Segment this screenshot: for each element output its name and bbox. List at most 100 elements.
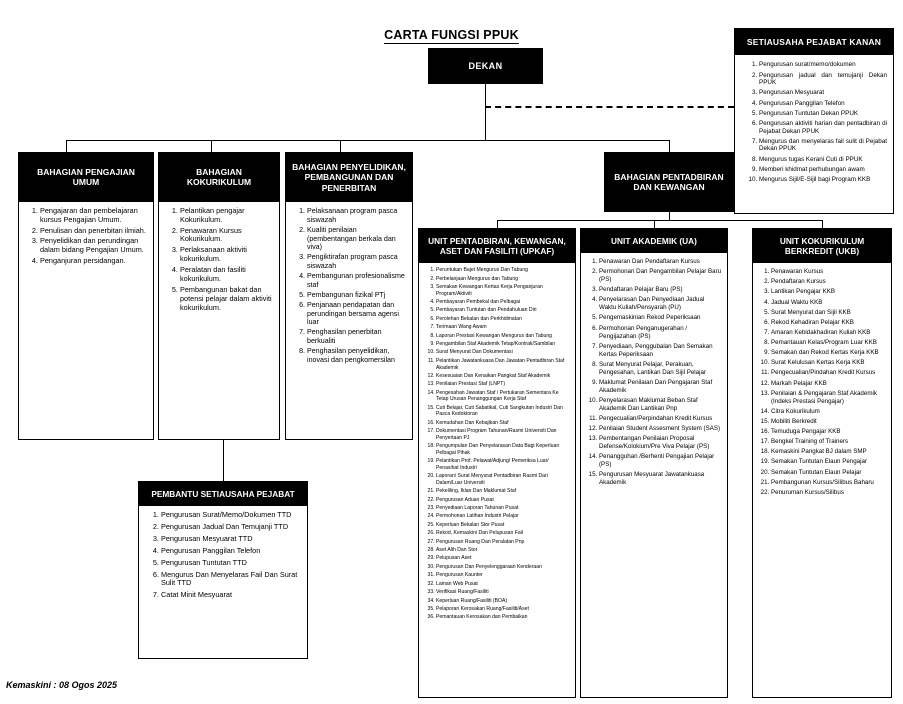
list-item: Pengiktirafan program pasca siswazah [307,253,407,270]
bahagian-penyelidikan-list: Pelaksanaan program pasca siswazahKualit… [289,207,407,364]
list-item: Bengkel Training of Trainers [771,438,886,446]
setiausaha-list: Pengurusan surat/memo/dokumenPengurusan … [737,61,887,183]
list-item: Penilaian Student Assesment System (SAS) [599,425,722,433]
list-item: Pengurusan Panggilan Telefon [161,546,302,556]
node-bahagian-pentadbiran-kewangan[interactable]: BAHAGIAN PENTADBIRAN DAN KEWANGAN [604,152,734,212]
list-item: Laporan/ Surat Menyurat Pentadbiran Rasm… [436,473,571,486]
page-title: CARTA FUNGSI PPUK [0,28,903,44]
node-bahagian-pengajian-umum-body: Pengajaran dan pembelajaran kursus Penga… [19,201,153,274]
list-item: Maklumat Penilaian Dan Pengajaran Staf A… [599,379,722,395]
list-item: Pengurusan Surat/Memo/Dokumen TTD [161,510,302,520]
list-item: Pembangunan fizikal PTj [307,291,407,300]
node-unit-kokurikulum-berkredit-title: UNIT KOKURIKULUM BERKREDIT (UKB) [753,229,891,264]
list-item: Keperluan Bekalan Stor Pusat [436,522,571,529]
list-item: Lantikan Pengajar KKB [771,288,886,296]
list-item: Permohonan Penganugerahan / Pengijazahan… [599,325,722,341]
list-item: Pembangunan profesionalisme staf [307,272,407,289]
node-bahagian-kokurikulum-title: BAHAGIAN KOKURIKULUM [159,153,279,202]
list-item: Pengajaran dan pembelajaran kursus Penga… [40,206,148,225]
list-item: Pengurusan Panggilan Telefon [759,100,887,108]
list-item: Surat Menyurat dan Sijil KKB [771,309,886,317]
list-item: Penilaian & Pengajaran Staf Akademik (In… [771,390,886,406]
list-item: Permohonan Latihan Industri Pelajar [436,513,571,520]
node-setiausaha-pejabat-kanan[interactable]: SETIAUSAHA PEJABAT KANAN Pengurusan sura… [734,28,894,214]
connector-drop-akademik [654,220,655,228]
list-item: Pengesahan Jawatan Staf / Pertukaran Sem… [436,390,571,403]
node-unit-upkaf[interactable]: UNIT PENTADBIRAN, KEWANGAN, ASET DAN FAS… [418,228,576,698]
list-item: Pengurusan Mesyuarat [759,89,887,97]
node-pembantu-setiausaha-title: PEMBANTU SETIAUSAHA PEJABAT [139,482,307,507]
list-item: Rekod Kehadiran Pelajar KKB [771,319,886,327]
list-item: Penyelarasan Maklumat Beban Staf Akademi… [599,397,722,413]
node-unit-akademik[interactable]: UNIT AKADEMIK (UA) Penawaran Dan Pendaft… [580,228,728,698]
list-item: Pendaftaran Kursus [771,278,886,286]
list-item: Penilaian Prestasi Staf (LNPT) [436,381,571,388]
list-item: Penghasilan penyelidikan, inovasi dan pe… [307,347,407,364]
list-item: Pengurusan Jadual Dan Temujanji TTD [161,522,302,532]
list-item: Pembayaran Pembekal dan Pelbagai [436,299,571,306]
connector-drop-ukb [822,220,823,228]
list-item: Kualiti penilaian (pembentangan berkala … [307,226,407,252]
node-unit-upkaf-body: Peruntukan Bajet Mengurus Dan TabungPerb… [419,263,575,627]
list-item: Pemantauan Kelas/Program Luar KKB [771,339,886,347]
list-item: Pengecualian/Perpindahan Kredit Kursus [599,415,722,423]
list-item: Perolehan Bekalan dan Perkhidmatan [436,316,571,323]
list-item: Pengurusan Ruang Dan Peralatan Pnp [436,539,571,546]
list-item: Penganjuran persidangan. [40,256,148,266]
list-item: Perbelanjaan Mengurus dan Tabung [436,276,571,283]
list-item: Penulisan dan penerbitan ilmiah. [40,226,148,236]
list-item: Pemantauan Kerosakan dan Pembaikan [436,614,571,621]
node-pembantu-setiausaha-pejabat[interactable]: PEMBANTU SETIAUSAHA PEJABAT Pengurusan S… [138,481,308,659]
list-item: Mengurus tugas Kerani Cuti di PPUK [759,156,887,164]
page-title-text: CARTA FUNGSI PPUK [384,28,519,44]
list-item: Pengurusan Mesyuarat Jawatankuasa Akadem… [599,471,722,487]
node-bahagian-pentadbiran-kewangan-title: BAHAGIAN PENTADBIRAN DAN KEWANGAN [604,152,734,212]
list-item: Mengurus dan menyelaras fail sulit di Pe… [759,138,887,153]
list-item: Pengurusan Tuntutan Dekan PPUK [759,110,887,118]
list-item: Penghasilan penerbitan berkualiti [307,328,407,345]
list-item: Semakan Tuntutan Elaun Pengajar [771,458,886,466]
list-item: Pelaporan Kerosakan Ruang/Fasiliti/Aset [436,606,571,613]
list-item: Pengumpulan Dan Penyelarasan Data Bagi K… [436,443,571,456]
connector-drop-upkaf [497,220,498,228]
node-bahagian-kokurikulum[interactable]: BAHAGIAN KOKURIKULUM Pelantikan pengajar… [158,152,280,440]
list-item: Surat Kelulusan Kertas Kerja KKB [771,359,886,367]
unit-kokurikulum-berkredit-list: Penawaran KursusPendaftaran KursusLantik… [755,268,886,497]
list-item: Pengurusan Kaunter [436,572,571,579]
connector-pembantu-setiausaha-stem [223,440,224,481]
node-setiausaha-body: Pengurusan surat/memo/dokumenPengurusan … [735,55,893,191]
node-bahagian-pengajian-umum-title: BAHAGIAN PENGAJIAN UMUM [19,153,153,202]
list-item: Perlaksanaan aktiviti kokurikulum. [180,245,274,264]
list-item: Mengurus Sijil/E-Sijil bagi Program KKB [759,176,887,184]
list-item: Pengurusan Mesyuarat TTD [161,534,302,544]
connector-drop-pengajian-umum [66,140,67,152]
list-item: Kesesuaian Dan Kenaikan Pangkat Staf Aka… [436,373,571,380]
list-item: Penuruman Kursus/Silibus [771,489,886,497]
list-item: Keperluan Ruang/Fasiliti (BOA) [436,598,571,605]
list-item: Surat Menyurat Dan Dokumentasi [436,349,571,356]
list-item: Kemaskini Pangkat BJ dalam SMP [771,448,886,456]
list-item: Pembayaran Tuntutan dan Pendahuluan Diri [436,307,571,314]
bahagian-pengajian-umum-list: Pengajaran dan pembelajaran kursus Penga… [22,206,148,266]
list-item: Penangguhan /Berhenti Pengajian Pelajar … [599,453,722,469]
node-dekan[interactable]: DEKAN [428,48,543,84]
list-item: Pembentangan Penilaian Proposal Defense/… [599,435,722,451]
list-item: Pengambilan Staf Akademik Tetap/Kontrak/… [436,341,571,348]
node-bahagian-pengajian-umum[interactable]: BAHAGIAN PENGAJIAN UMUM Pengajaran dan p… [18,152,154,440]
list-item: Pengurusan surat/memo/dokumen [759,61,887,69]
node-bahagian-kokurikulum-body: Pelantikan pengajar Kokurikulum.Penawara… [159,201,279,320]
node-bahagian-penyelidikan-title: BAHAGIAN PENYELIDIKAN, PEMBANGUNAN DAN P… [286,153,412,203]
list-item: Pengurusan aktiviti harian dan pentadbir… [759,120,887,135]
connector-drop-pentadbiran [669,140,670,152]
node-bahagian-penyelidikan[interactable]: BAHAGIAN PENYELIDIKAN, PEMBANGUNAN DAN P… [285,152,413,440]
node-unit-kokurikulum-berkredit[interactable]: UNIT KOKURIKULUM BERKREDIT (UKB) Penawar… [752,228,892,698]
connector-drop-kokurikulum [211,140,212,152]
node-unit-akademik-body: Penawaran Dan Pendaftaran KursusPermohon… [581,253,727,494]
node-dekan-title: DEKAN [428,48,543,84]
pembantu-setiausaha-list: Pengurusan Surat/Memo/Dokumen TTD Penguru… [142,510,302,600]
list-item: Penawaran Dan Pendaftaran Kursus [599,258,722,266]
list-item: Pelantikan Jawatankuasa Dan Jawatan Pent… [436,358,571,371]
list-item: Terimaan Wang Awam [436,324,571,331]
list-item: Penyelidikan dan perundingan dalam bidan… [40,236,148,255]
